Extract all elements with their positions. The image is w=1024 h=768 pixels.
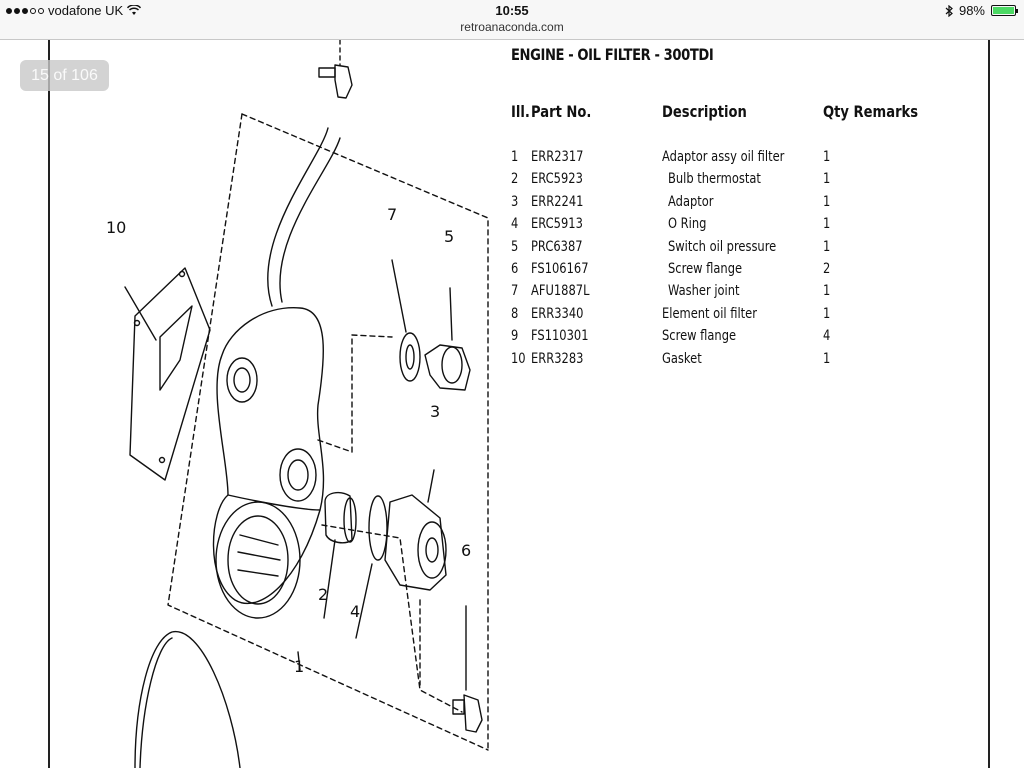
signal-strength-icon [6,7,44,14]
header-ill: Ill. [511,102,530,121]
cell-qty: 1 [823,149,831,165]
cell-ill: 4 [511,216,519,233]
gasket-part [129,267,211,481]
cell-description: Gasket [662,350,702,367]
cell-qty: 1 [823,283,831,300]
url-text[interactable]: retroanaconda.com [460,20,564,34]
cell-description: O Ring [668,216,707,233]
cell-part-no: ERR2317 [531,149,584,165]
battery-level-fill [993,7,1014,14]
page-border-left [48,40,50,768]
screw-flange-part [452,605,483,733]
cell-qty: 1 [823,305,831,322]
callout-2: 2 [318,585,328,604]
cell-part-no: ERR3283 [531,350,584,367]
cell-part-no: FS106167 [531,261,589,277]
cell-description: Adaptor [668,193,714,210]
wifi-icon [127,5,142,15]
bluetooth-icon [945,4,953,17]
status-right: 98% [945,3,1018,18]
battery-icon [991,5,1018,16]
page-indicator: 15 of 106 [20,60,109,91]
document-page[interactable]: 10 7 5 3 2 4 6 1 15 of 106 ENGINE - OIL … [0,40,1024,768]
cell-description: Washer joint [668,283,740,300]
cell-ill: 8 [511,305,519,322]
bolt-top [318,40,353,99]
cell-description: Element oil filter [662,305,757,322]
cell-part-no: AFU1887L [531,283,590,300]
header-part-no: Part No. [531,102,592,121]
header-description: Description [662,102,747,121]
callout-7: 7 [387,205,397,224]
oil-filter-element-part [134,631,241,768]
callout-5: 5 [444,227,454,246]
page-border-right [988,40,990,768]
cell-part-no: ERR2241 [531,193,584,210]
cell-description: Screw flange [668,261,743,277]
cell-part-no: PRC6387 [531,238,583,255]
cell-part-no: ERR3340 [531,305,584,322]
cell-ill: 7 [511,283,519,300]
callout-10: 10 [106,218,126,237]
battery-percent: 98% [958,3,985,18]
carrier-name: vodafone UK [48,3,124,18]
callout-3: 3 [430,402,440,421]
status-bar: vodafone UK 10:55 98% [0,0,1024,20]
callout-1: 1 [294,657,304,676]
clock: 10:55 [495,3,529,18]
cell-qty: 1 [823,193,831,210]
cell-qty: 1 [823,238,831,255]
cell-ill: 5 [511,238,519,255]
bulb-thermostat-part [323,491,357,619]
washer-joint-part [391,259,421,382]
cell-description: Bulb thermostat [668,171,761,188]
cell-description: Switch oil pressure [668,238,777,255]
cell-ill: 6 [511,261,519,277]
cell-qty: 1 [823,350,831,367]
address-bar[interactable]: retroanaconda.com [0,20,1024,40]
cell-description: Adaptor assy oil filter [662,149,785,165]
carrier-area: vodafone UK [6,3,142,18]
exploded-parts-diagram: 10 7 5 3 2 4 6 1 [106,40,489,768]
cell-ill: 10 [511,350,526,367]
cell-ill: 2 [511,171,519,188]
callout-6: 6 [461,541,471,560]
callout-4: 4 [350,602,360,621]
cell-part-no: ERC5923 [531,171,583,188]
cell-qty: 1 [823,216,831,233]
adaptor-part [384,469,447,591]
cell-ill: 1 [511,149,519,165]
adaptor-housing [212,307,325,619]
cell-description: Screw flange [662,328,737,345]
cell-part-no: ERC5913 [531,216,583,233]
cell-qty: 4 [823,328,831,345]
switch-oil-pressure-part [424,287,471,391]
document-title: ENGINE - OIL FILTER - 300TDI [511,45,714,64]
cell-ill: 9 [511,328,519,345]
cell-qty: 1 [823,171,831,188]
o-ring-part [355,495,388,639]
cell-qty: 2 [823,261,831,277]
cell-part-no: FS110301 [531,328,589,345]
cell-ill: 3 [511,193,519,210]
header-qty-remarks: Qty Remarks [823,102,919,121]
